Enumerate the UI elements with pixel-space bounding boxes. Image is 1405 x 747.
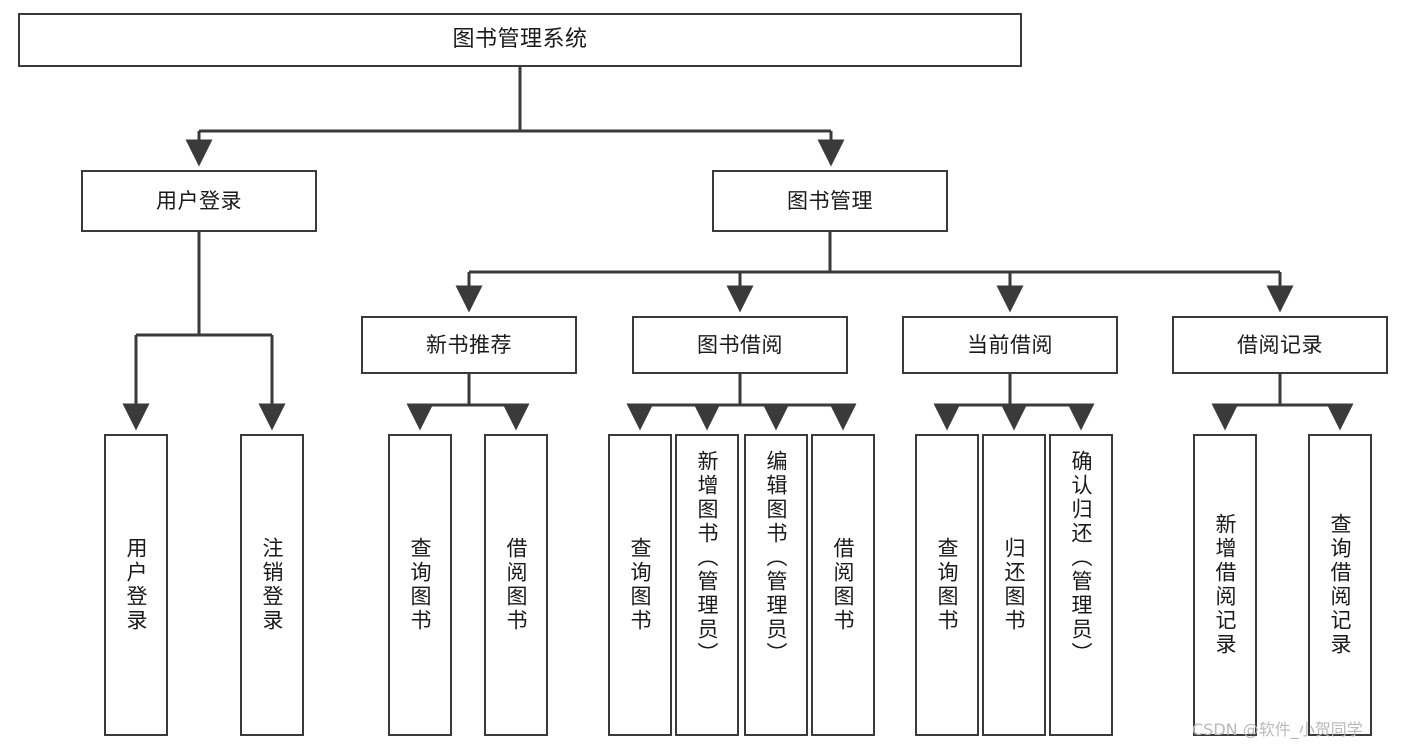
node-current-borrow[interactable]: 当前借阅 xyxy=(902,316,1118,374)
node-leaf-query-book-3[interactable]: 查询图书 xyxy=(915,434,979,736)
node-leaf-edit-book-label: 编辑图书（管理员） xyxy=(764,450,789,666)
node-borrow-record[interactable]: 借阅记录 xyxy=(1172,316,1388,374)
node-user-login[interactable]: 用户登录 xyxy=(81,170,317,232)
node-book-borrow-label: 图书借阅 xyxy=(697,332,783,357)
node-borrow-record-label: 借阅记录 xyxy=(1237,332,1323,357)
node-leaf-user-login-label: 用户登录 xyxy=(124,537,149,633)
node-leaf-return-book-label: 归还图书 xyxy=(1002,537,1027,633)
node-leaf-query-book-1-label: 查询图书 xyxy=(408,537,433,633)
node-leaf-query-book-3-label: 查询图书 xyxy=(935,537,960,633)
node-new-book-recommend[interactable]: 新书推荐 xyxy=(361,316,577,374)
node-leaf-confirm-return-label: 确认归还（管理员） xyxy=(1069,450,1094,666)
node-book-borrow[interactable]: 图书借阅 xyxy=(632,316,848,374)
node-leaf-return-book[interactable]: 归还图书 xyxy=(982,434,1046,736)
node-leaf-add-record[interactable]: 新增借阅记录 xyxy=(1193,434,1257,736)
node-book-manage[interactable]: 图书管理 xyxy=(712,170,948,232)
node-leaf-query-book-2-label: 查询图书 xyxy=(628,537,653,633)
node-leaf-logout-login-label: 注销登录 xyxy=(260,537,285,633)
node-leaf-query-book-1[interactable]: 查询图书 xyxy=(388,434,452,736)
node-user-login-label: 用户登录 xyxy=(156,188,242,213)
node-leaf-borrow-book-1[interactable]: 借阅图书 xyxy=(484,434,548,736)
watermark: CSDN @软件_小贺同学 xyxy=(1192,720,1363,739)
node-leaf-borrow-book-1-label: 借阅图书 xyxy=(504,537,529,633)
node-root-label: 图书管理系统 xyxy=(452,27,588,53)
node-leaf-query-record[interactable]: 查询借阅记录 xyxy=(1308,434,1372,736)
node-leaf-edit-book[interactable]: 编辑图书（管理员） xyxy=(744,434,808,736)
node-leaf-borrow-book-2-label: 借阅图书 xyxy=(831,537,856,633)
node-leaf-logout-login[interactable]: 注销登录 xyxy=(240,434,304,736)
node-leaf-add-record-label: 新增借阅记录 xyxy=(1213,513,1238,657)
node-leaf-confirm-return[interactable]: 确认归还（管理员） xyxy=(1049,434,1113,736)
node-leaf-add-book[interactable]: 新增图书（管理员） xyxy=(675,434,739,736)
node-leaf-query-book-2[interactable]: 查询图书 xyxy=(608,434,672,736)
node-leaf-query-record-label: 查询借阅记录 xyxy=(1328,513,1353,657)
node-leaf-user-login[interactable]: 用户登录 xyxy=(104,434,168,736)
node-root[interactable]: 图书管理系统 xyxy=(18,13,1022,67)
node-leaf-add-book-label: 新增图书（管理员） xyxy=(695,450,720,666)
node-leaf-borrow-book-2[interactable]: 借阅图书 xyxy=(811,434,875,736)
node-new-book-recommend-label: 新书推荐 xyxy=(426,332,512,357)
node-current-borrow-label: 当前借阅 xyxy=(967,332,1053,357)
node-book-manage-label: 图书管理 xyxy=(787,188,873,213)
